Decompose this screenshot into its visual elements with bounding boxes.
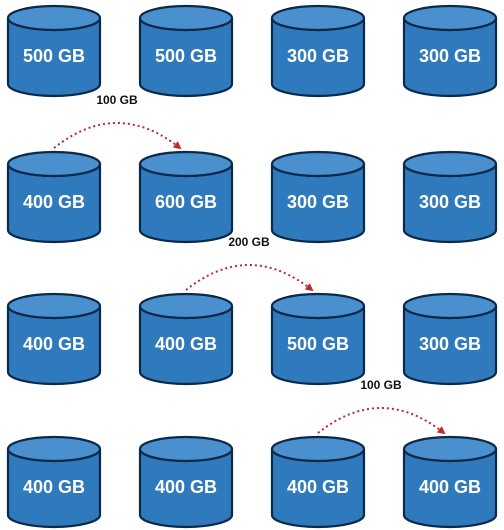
disk-grid: 500 GB 500 GB 300 GB 300 GB 400 GB 600 GB 300 … (6, 4, 498, 529)
disk-cylinder: 400 GB (6, 292, 102, 386)
disk-capacity-label: 300 GB (419, 334, 481, 354)
disk-capacity-label: 500 GB (287, 334, 349, 354)
disk-capacity-label: 400 GB (287, 477, 349, 497)
disk-top (138, 4, 234, 32)
transfer-amount-label: 200 GB (228, 235, 270, 249)
disk-cylinder: 300 GB (402, 150, 498, 244)
disk-cylinder: 300 GB (270, 150, 366, 244)
disk-capacity-label: 300 GB (287, 46, 349, 66)
transfer-amount-label: 100 GB (360, 378, 402, 392)
disk-capacity-label: 400 GB (155, 334, 217, 354)
transfer-arrows: 100 GB 200 GB 100 GB (53, 93, 446, 435)
transfer-arrow (317, 407, 446, 435)
disk-capacity-label: 300 GB (419, 46, 481, 66)
disk-top (138, 435, 234, 463)
disk-capacity-label: 400 GB (23, 334, 85, 354)
disk-capacity-label: 400 GB (23, 192, 85, 212)
disk-cylinder: 500 GB (270, 292, 366, 386)
disk-cylinder: 500 GB (138, 4, 234, 98)
disk-cylinder: 300 GB (270, 4, 366, 98)
disk-capacity-label: 300 GB (419, 192, 481, 212)
disk-top (270, 292, 366, 320)
disk-capacity-label: 600 GB (155, 192, 217, 212)
disk-cylinder: 500 GB (6, 4, 102, 98)
disk-cylinder: 600 GB (138, 150, 234, 244)
disk-capacity-label: 300 GB (287, 192, 349, 212)
disk-top (6, 292, 102, 320)
disk-cylinder: 400 GB (138, 292, 234, 386)
disk-cylinder: 300 GB (402, 4, 498, 98)
disk-top (6, 4, 102, 32)
disk-cylinder: 400 GB (6, 150, 102, 244)
transfer-arrow (185, 264, 314, 292)
disk-top (138, 292, 234, 320)
disk-top (138, 150, 234, 178)
transfer-amount-label: 100 GB (96, 93, 138, 107)
disk-cylinder: 400 GB (6, 435, 102, 529)
disk-top (6, 150, 102, 178)
disk-top (402, 150, 498, 178)
disk-capacity-label: 500 GB (23, 46, 85, 66)
disk-capacity-label: 400 GB (23, 477, 85, 497)
disk-capacity-label: 400 GB (419, 477, 481, 497)
disk-top (270, 150, 366, 178)
disk-top (402, 4, 498, 32)
disk-top (402, 292, 498, 320)
disk-top (270, 4, 366, 32)
disk-cylinder: 400 GB (402, 435, 498, 529)
transfer-arrow (53, 122, 182, 150)
disk-cylinder: 300 GB (402, 292, 498, 386)
disk-top (402, 435, 498, 463)
disk-cylinder: 400 GB (138, 435, 234, 529)
disk-cylinder: 400 GB (270, 435, 366, 529)
disk-capacity-label: 500 GB (155, 46, 217, 66)
disk-capacity-label: 400 GB (155, 477, 217, 497)
disk-top (6, 435, 102, 463)
disk-top (270, 435, 366, 463)
